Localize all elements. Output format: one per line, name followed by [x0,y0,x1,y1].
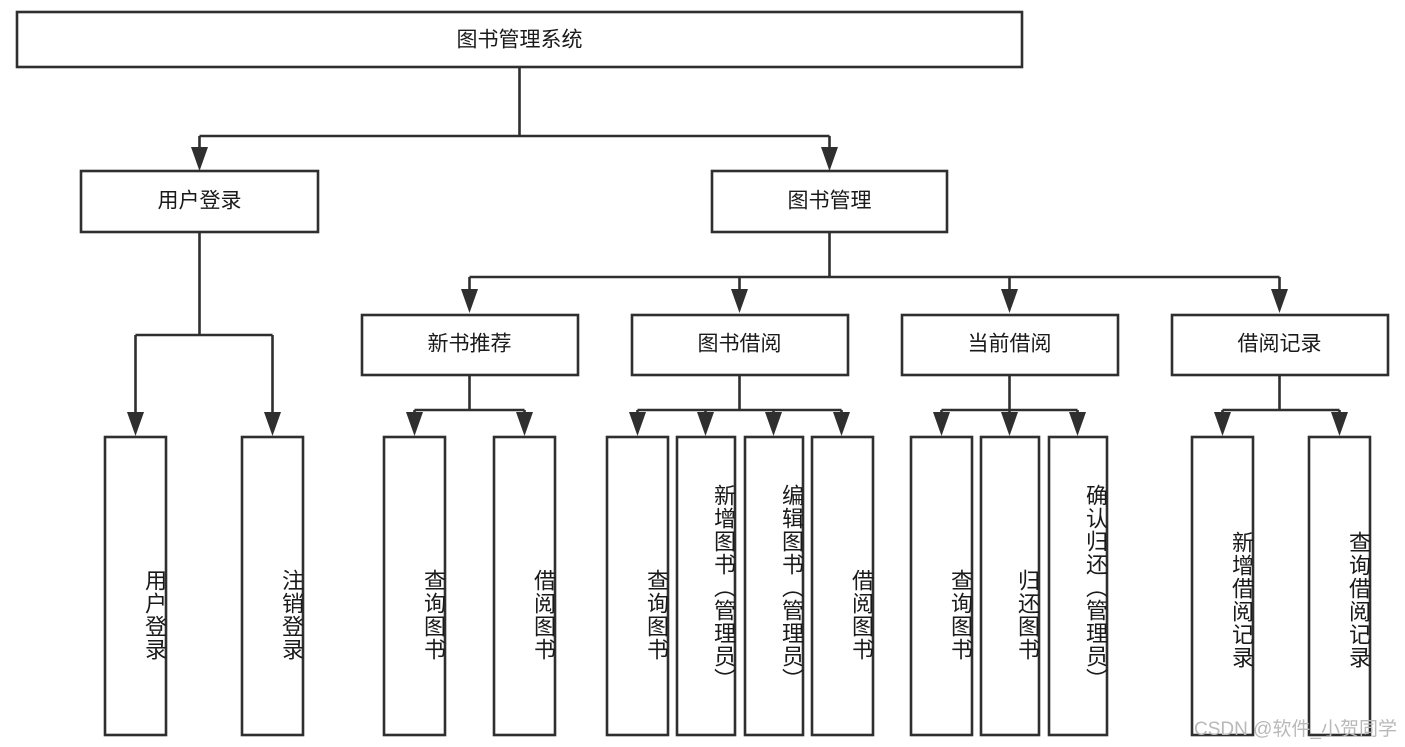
connector-group-current-borrow [933,375,1086,436]
arrowhead-leaf-add-record [1214,412,1231,436]
connector-group-borrow-record [1214,375,1348,436]
node-user-login[interactable]: 用户登录 [79,169,320,234]
node-leaf-user-login-box[interactable] [103,435,168,737]
arrowhead-leaf-add-book [697,412,714,436]
connector-group-book-management [461,232,1288,313]
node-leaf-borrow-book-2-box[interactable] [810,435,875,737]
node-book-management-label: 图书管理 [788,190,872,213]
connector-group-user-login [127,232,281,436]
arrowhead-book-borrow [731,289,748,313]
arrowhead-leaf-confirm-return [1069,412,1086,436]
arrowhead-leaf-query-book-2 [629,412,646,436]
node-leaf-confirm-return-box[interactable] [1047,435,1109,737]
arrowhead-book-management [821,147,838,171]
node-user-login-label: 用户登录 [158,190,242,213]
node-user-login-box[interactable] [79,169,320,234]
node-leaf-query-record-box[interactable] [1307,435,1372,737]
connector-group-book-borrow [629,375,850,436]
node-current-borrow-box[interactable] [900,313,1120,377]
node-root-box[interactable] [15,10,1024,69]
node-borrow-record-box[interactable] [1170,313,1390,377]
node-borrow-record-label: 借阅记录 [1238,333,1322,356]
arrowhead-leaf-logout [264,412,281,436]
node-new-book-recommend-label: 新书推荐 [428,333,512,356]
arrowhead-leaf-user-login [127,412,144,436]
arrowhead-leaf-query-book-1 [406,412,423,436]
arrowhead-borrow-record [1271,289,1288,313]
arrowhead-current-borrow [1001,289,1018,313]
arrowhead-new-book-recommend [461,289,478,313]
node-leaf-borrow-book-1-box[interactable] [492,435,557,737]
arrowhead-leaf-edit-book [765,412,782,436]
node-book-borrow[interactable]: 图书借阅 [630,313,850,377]
connector-group-new-book-recommend [406,375,533,436]
node-leaf-edit-book-box[interactable] [743,435,805,737]
node-book-borrow-label: 图书借阅 [698,333,782,356]
node-book-management-box[interactable] [710,169,949,234]
node-new-book-recommend[interactable]: 新书推荐 [360,313,580,377]
node-leaf-add-book-box[interactable] [675,435,737,737]
node-book-management[interactable]: 图书管理 [710,169,949,234]
connector-group-root [191,67,838,171]
arrowhead-leaf-query-book-3 [933,412,950,436]
arrowhead-leaf-borrow-book-1 [516,412,533,436]
node-leaf-logout-box[interactable] [240,435,305,737]
node-current-borrow[interactable]: 当前借阅 [900,313,1120,377]
node-current-borrow-label: 当前借阅 [968,333,1052,356]
node-leaf-add-record-box[interactable] [1190,435,1255,737]
node-borrow-record[interactable]: 借阅记录 [1170,313,1390,377]
arrowhead-leaf-return-book [1001,412,1018,436]
node-new-book-recommend-box[interactable] [360,313,580,377]
node-root-label: 图书管理系统 [457,29,583,52]
node-book-borrow-box[interactable] [630,313,850,377]
arrowhead-user-login [191,147,208,171]
node-root[interactable]: 图书管理系统 [15,10,1024,69]
arrowhead-leaf-query-record [1331,412,1348,436]
node-leaf-query-book-1-box[interactable] [382,435,447,737]
node-leaf-query-book-3-box[interactable] [909,435,974,737]
arrowhead-leaf-borrow-book-2 [833,412,850,436]
node-leaf-query-book-2-box[interactable] [605,435,670,737]
node-leaf-return-book-box[interactable] [979,435,1041,737]
csdn-watermark: CSDN @软件_小贺同学 [1194,719,1397,740]
